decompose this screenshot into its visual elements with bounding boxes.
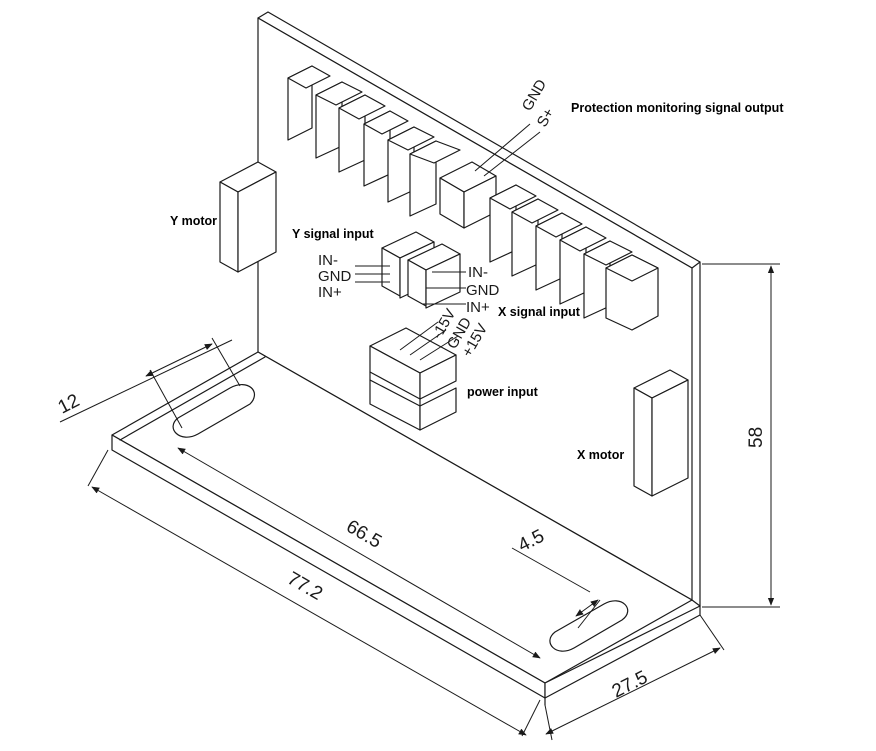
x-signal-connector bbox=[407, 243, 461, 309]
dimension-58: 58 bbox=[702, 263, 780, 608]
pin-leaders bbox=[355, 123, 541, 361]
mounting-slot-left bbox=[149, 369, 256, 438]
pin-x-in-plus: IN+ bbox=[466, 299, 490, 316]
pin-x-in-minus: IN- bbox=[468, 264, 488, 281]
dim-275-text: 27.5 bbox=[609, 667, 651, 703]
label-y-motor: Y motor bbox=[170, 214, 217, 228]
component-row-upper bbox=[287, 65, 497, 229]
power-connector bbox=[369, 327, 457, 431]
pin-prot-s: S+ bbox=[534, 105, 558, 130]
y-motor-connector bbox=[219, 161, 277, 273]
label-power: power input bbox=[467, 385, 539, 399]
label-protection: Protection monitoring signal output bbox=[571, 101, 784, 115]
x-motor-connector bbox=[633, 369, 689, 497]
pin-y-in-plus: IN+ bbox=[318, 284, 342, 301]
dim-12-text: 12 bbox=[55, 390, 83, 418]
pin-labels: GND S+ IN- GND IN+ IN- GND IN+ -15V GND … bbox=[318, 76, 558, 360]
dim-58-text: 58 bbox=[746, 427, 767, 448]
label-x-motor: X motor bbox=[577, 448, 624, 462]
label-y-signal: Y signal input bbox=[292, 227, 375, 241]
label-x-signal: X signal input bbox=[498, 305, 581, 319]
component-row-lower bbox=[489, 184, 659, 331]
dim-77-text: 77.2 bbox=[284, 568, 327, 605]
pin-y-gnd: GND bbox=[318, 268, 352, 285]
pin-x-gnd: GND bbox=[466, 282, 500, 299]
callout-labels: Protection monitoring signal output Y mo… bbox=[170, 101, 784, 462]
pin-y-in-minus: IN- bbox=[318, 252, 338, 269]
